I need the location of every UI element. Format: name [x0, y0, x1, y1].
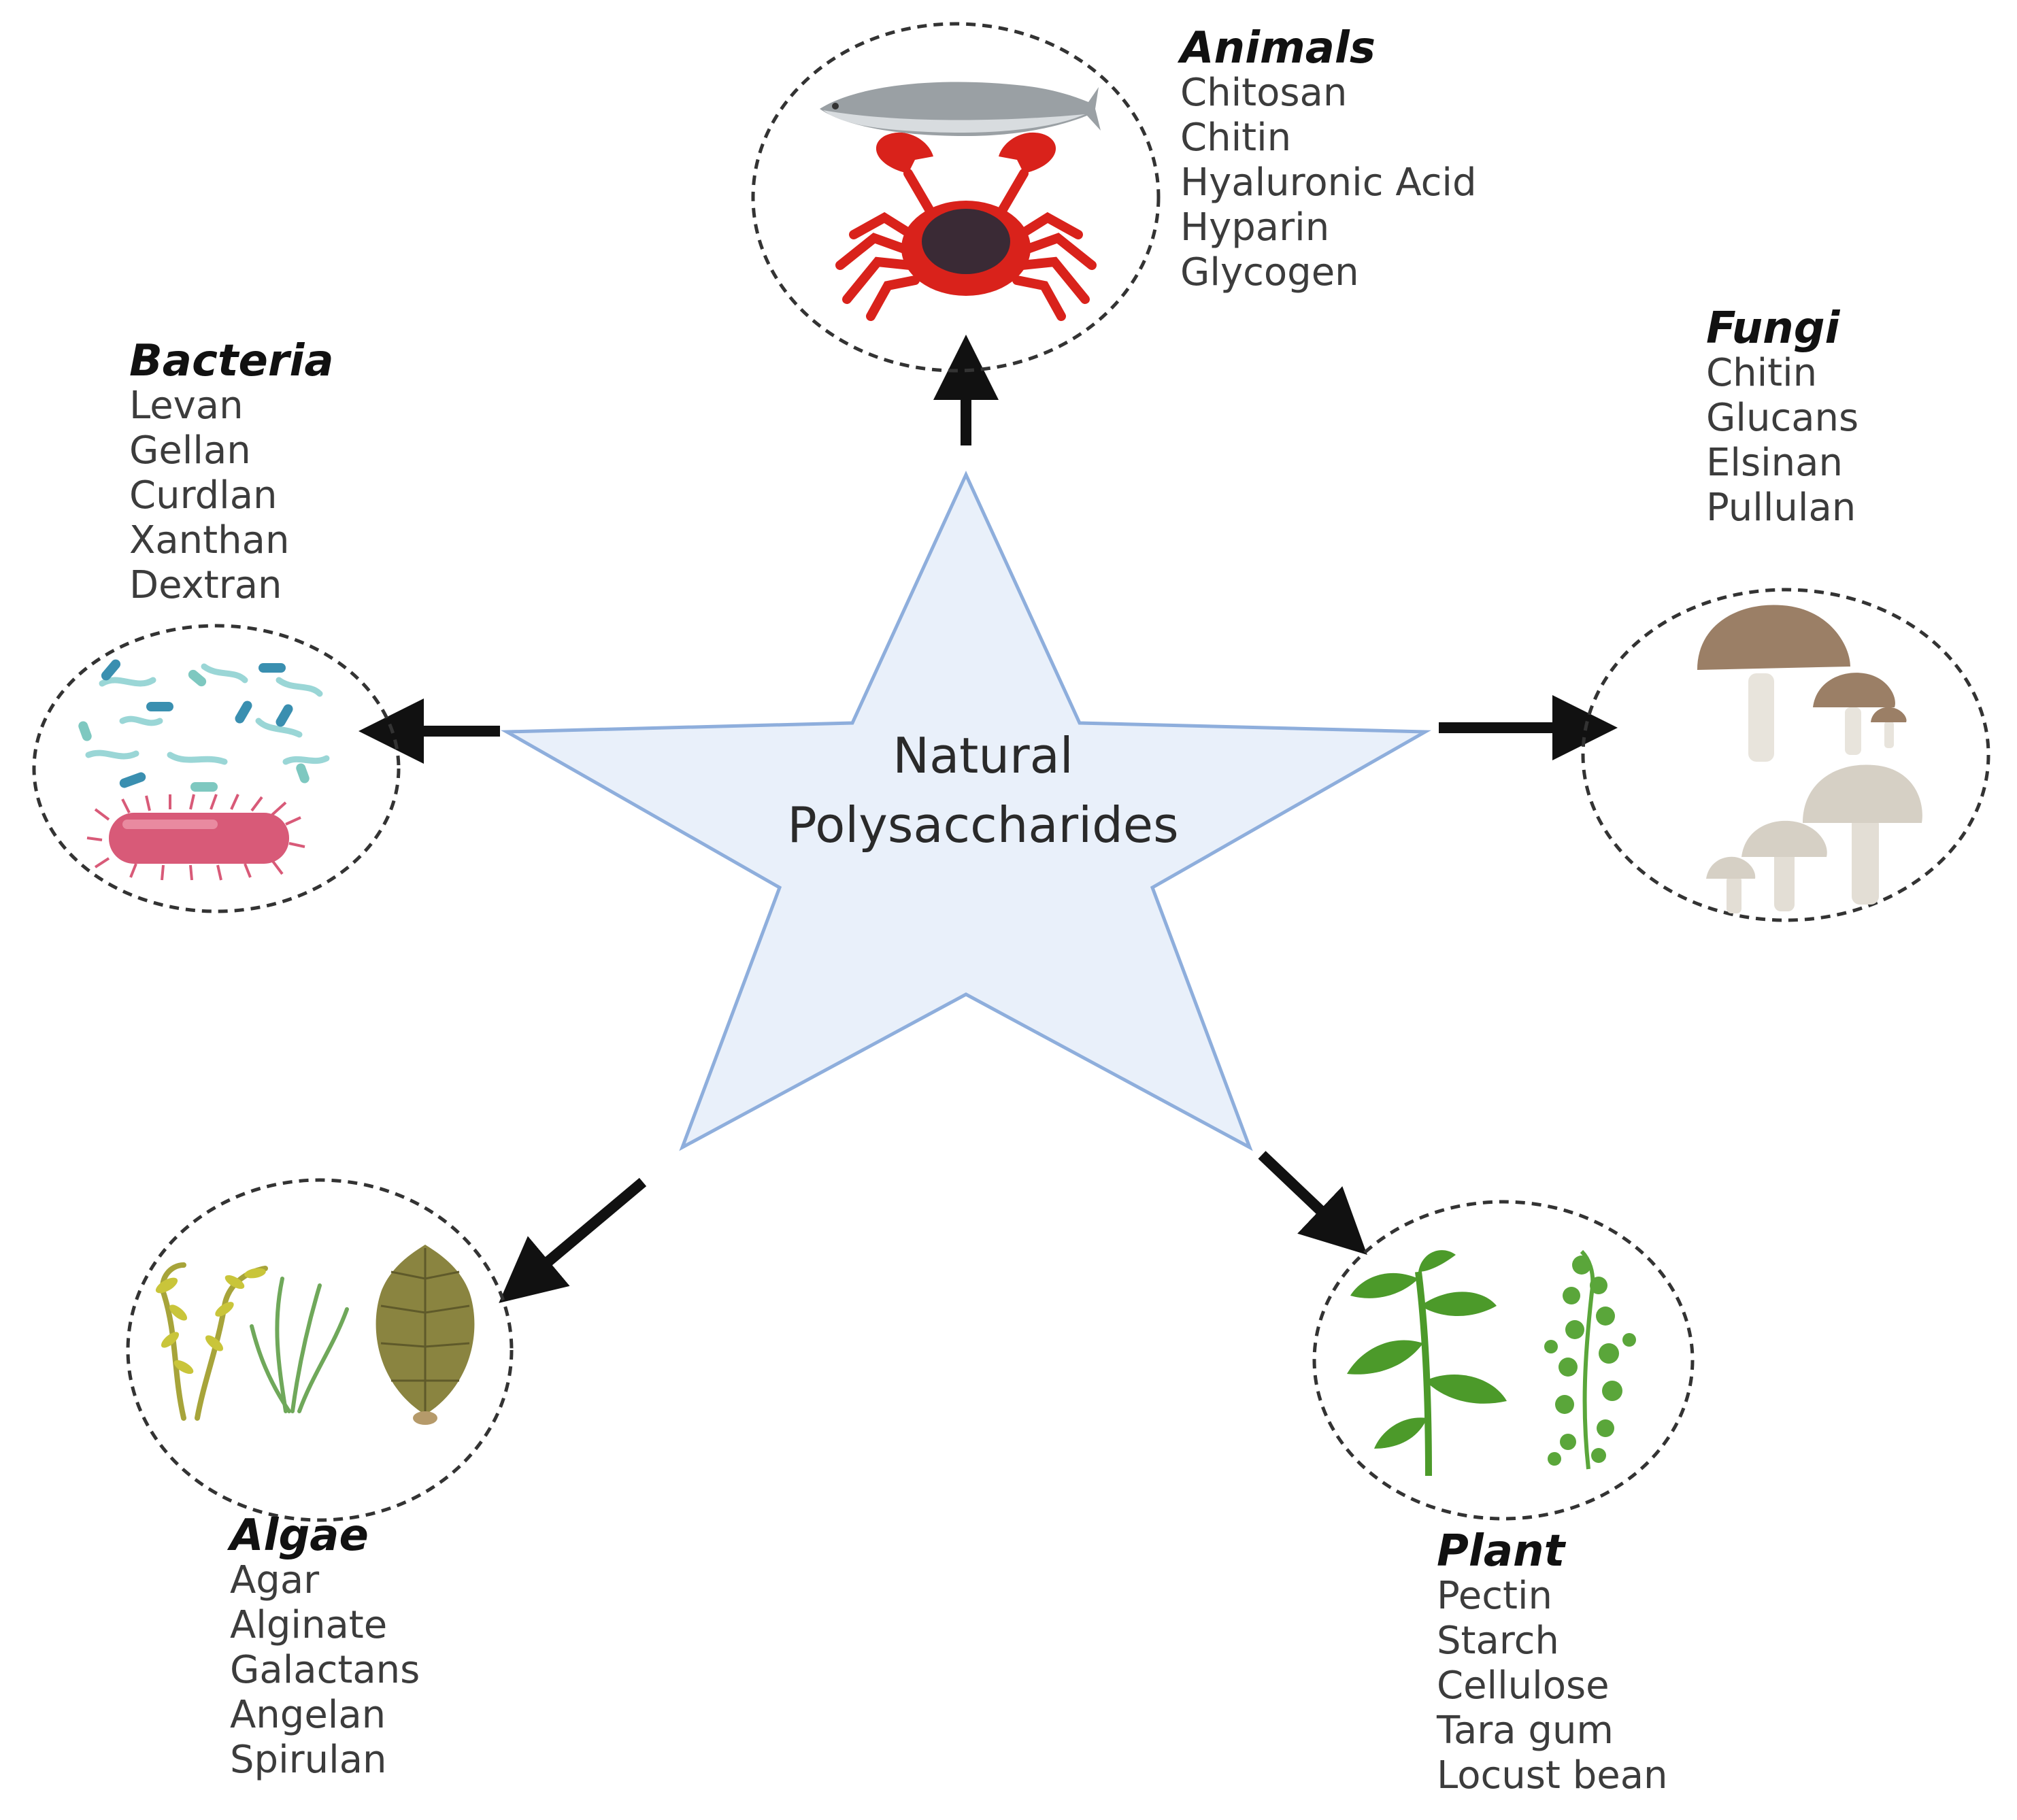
list-item: Locust bean [1437, 1753, 1668, 1798]
center-label-line2: Polysaccharides [787, 796, 1179, 854]
list-item: Curdlan [129, 473, 278, 518]
list-item: Spirulan [230, 1738, 387, 1782]
list-item: Pullulan [1706, 486, 1856, 530]
bacteria-group: Bacteria Levan Gellan Curdlan Xanthan De… [129, 339, 334, 608]
list-item: Glycogen [1180, 250, 1359, 294]
animals-circle [751, 22, 1161, 373]
mushroom-icon [1697, 605, 1922, 913]
plant-list: Pectin Starch Cellulose Tara gum Locust … [1437, 1574, 1668, 1798]
plant-group: Plant Pectin Starch Cellulose Tara gum L… [1437, 1529, 1668, 1798]
list-item: Hyaluronic Acid [1180, 161, 1477, 205]
list-item: Starch [1437, 1619, 1559, 1663]
list-item: Galactans [230, 1648, 420, 1692]
list-item: Agar [230, 1558, 320, 1602]
fungi-circle [1581, 588, 1990, 922]
animals-title: Animals [1180, 23, 1376, 73]
list-item: Elsinan [1706, 441, 1843, 485]
list-item: Chitin [1180, 116, 1292, 160]
list-item: Pectin [1437, 1574, 1553, 1618]
list-item: Cellulose [1437, 1664, 1610, 1708]
list-item: Glucans [1706, 396, 1859, 440]
center-label-line1: Natural [893, 727, 1073, 784]
bacteria-icon [78, 659, 330, 881]
list-item: Chitosan [1180, 71, 1348, 115]
plant-icon [1347, 1249, 1636, 1477]
animals-list: Chitosan Chitin Hyaluronic Acid Hyparin … [1180, 71, 1477, 295]
bacteria-list: Levan Gellan Curdlan Xanthan Dextran [129, 384, 334, 608]
list-item: Hyparin [1180, 205, 1330, 250]
list-item: Levan [129, 384, 244, 428]
bacteria-title: Bacteria [129, 336, 334, 386]
list-item: Angelan [230, 1693, 386, 1737]
seaweed-icon [155, 1245, 475, 1425]
fungi-list: Chitin Glucans Elsinan Pullulan [1706, 351, 1858, 530]
plant-title: Plant [1437, 1526, 1565, 1577]
list-item: Chitin [1706, 351, 1818, 395]
algae-list: Agar Alginate Galactans Angelan Spirulan [230, 1558, 420, 1783]
list-item: Gellan [129, 428, 251, 473]
list-item: Dextran [129, 563, 282, 607]
list-item: Alginate [230, 1603, 388, 1647]
algae-circle [126, 1178, 514, 1522]
center-label: Natural Polysaccharides [711, 721, 1255, 860]
arrow-to-plant [1258, 1151, 1367, 1256]
animals-group: Animals Chitosan Chitin Hyaluronic Acid … [1180, 26, 1477, 295]
list-item: Tara gum [1437, 1708, 1614, 1753]
fungi-title: Fungi [1706, 303, 1840, 354]
plant-circle [1312, 1200, 1695, 1521]
list-item: Xanthan [129, 518, 290, 562]
fungi-group: Fungi Chitin Glucans Elsinan Pullulan [1706, 306, 1858, 530]
algae-group: Algae Agar Alginate Galactans Angelan Sp… [230, 1513, 420, 1783]
bacteria-circle [32, 624, 401, 913]
arrow-to-algae [499, 1177, 647, 1303]
arrows [359, 335, 1618, 1303]
algae-title: Algae [230, 1511, 369, 1561]
crab-icon [835, 132, 1097, 321]
fish-icon [820, 82, 1101, 136]
dashed-circles [32, 22, 1990, 1522]
center-star [500, 470, 1432, 1151]
